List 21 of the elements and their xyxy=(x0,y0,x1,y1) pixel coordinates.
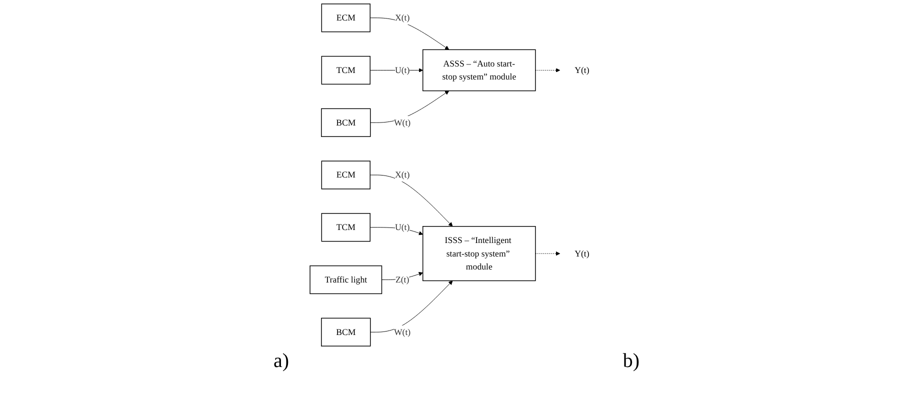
edge-label: X(t) xyxy=(394,12,410,23)
node-box xyxy=(320,56,370,85)
panel-label: a) xyxy=(273,350,289,373)
node-box xyxy=(309,265,382,294)
edge-label: X(t) xyxy=(394,170,410,180)
edge-label: Z(t) xyxy=(394,274,409,284)
node-box xyxy=(320,160,370,190)
node-text: Y(t) xyxy=(574,248,589,258)
node-box xyxy=(320,213,370,242)
edge-label: U(t) xyxy=(394,65,410,75)
edge-label: U(t) xyxy=(394,222,410,232)
node-box xyxy=(320,108,370,137)
node-text: Y(t) xyxy=(574,65,589,75)
edge-label: W(t) xyxy=(393,117,410,128)
panel-label: b) xyxy=(622,350,640,373)
node-box xyxy=(422,49,536,92)
node-box xyxy=(422,226,536,282)
block-diagram: X(t) U(t) W(t) X(t) U(t) Z(t) W(t) ECM TCM ASSS – “Auto start-stop system” module BCM Y(t) ECM TCM Traffic light ISSS – “Intelligent start-stop system” module BCM Y(t) xyxy=(6,0,906,350)
node-box xyxy=(320,318,370,346)
node-box xyxy=(320,4,370,32)
edge-label: W(t) xyxy=(393,326,410,337)
